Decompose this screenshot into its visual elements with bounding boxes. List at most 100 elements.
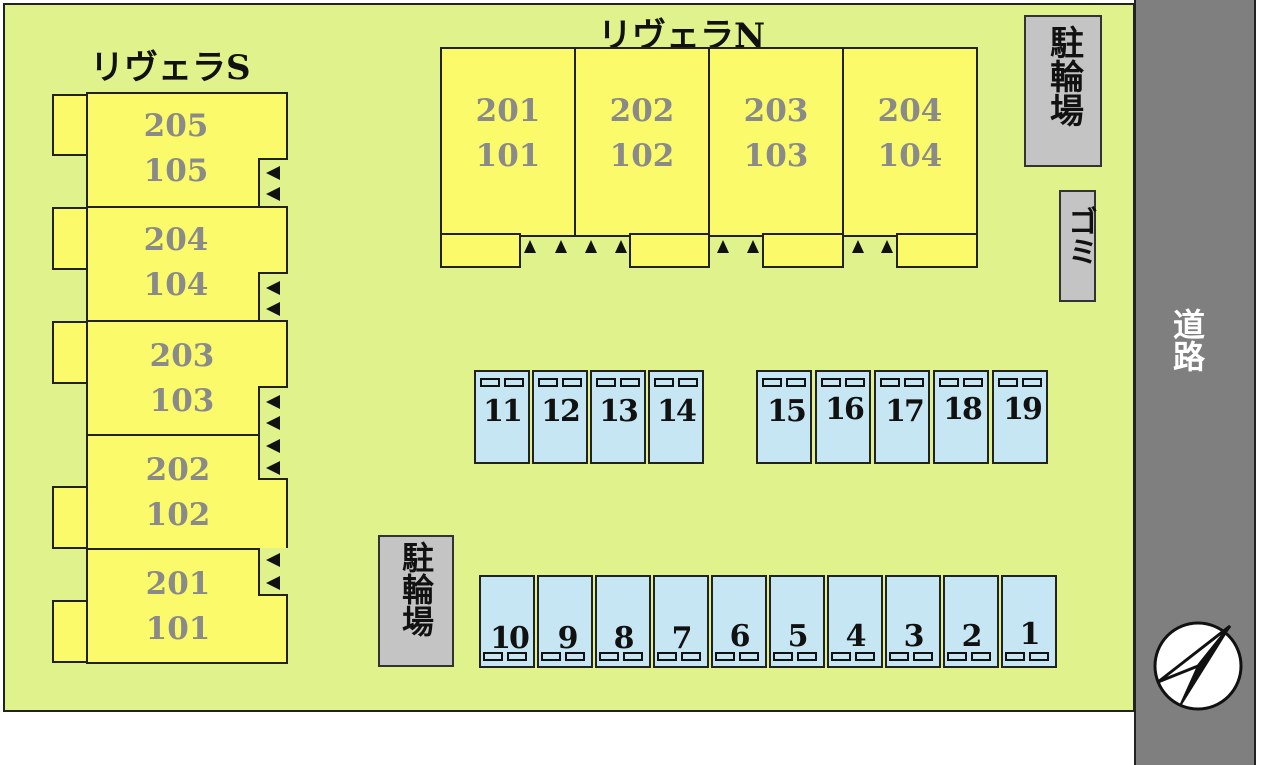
north-arrow-icon bbox=[1153, 621, 1243, 711]
car-mark-icon bbox=[855, 652, 875, 661]
unit-number-upper: 202 bbox=[145, 452, 211, 488]
bicycle-parking-north: 駐輪場 bbox=[1024, 15, 1102, 167]
car-mark-icon bbox=[1005, 652, 1025, 661]
balcony bbox=[52, 207, 88, 270]
car-mark-icon bbox=[947, 652, 967, 661]
unit-block: 201 101 bbox=[440, 47, 576, 237]
balcony bbox=[440, 233, 521, 268]
garbage-area: ゴミ bbox=[1059, 190, 1097, 302]
bicycle-parking-label: 駐輪場 bbox=[397, 541, 435, 637]
car-mark-icon bbox=[831, 652, 851, 661]
car-mark-icon bbox=[762, 378, 782, 387]
parking-space: 11 bbox=[474, 370, 530, 464]
unit-block: 204 104 bbox=[842, 47, 978, 237]
car-mark-icon bbox=[1022, 378, 1042, 387]
parking-number: 17 bbox=[885, 394, 925, 429]
car-mark-icon bbox=[681, 652, 701, 661]
car-mark-icon bbox=[678, 378, 698, 387]
entrance-arrow-icon bbox=[266, 439, 280, 453]
parking-number: 5 bbox=[787, 619, 809, 654]
car-mark-icon bbox=[939, 378, 959, 387]
entrance-arrow-icon bbox=[266, 281, 280, 295]
parking-space: 10 bbox=[479, 575, 535, 668]
entrance-arrow-icon bbox=[266, 553, 280, 567]
unit-number-lower: 105 bbox=[143, 153, 209, 189]
car-mark-icon bbox=[889, 652, 909, 661]
unit-number-upper: 205 bbox=[143, 108, 209, 144]
entrance-arrow-icon bbox=[717, 240, 729, 253]
car-mark-icon bbox=[596, 378, 616, 387]
parking-space: 12 bbox=[532, 370, 588, 464]
car-mark-icon bbox=[507, 652, 527, 661]
car-mark-icon bbox=[773, 652, 793, 661]
building-south-title: リヴェラS bbox=[90, 48, 251, 88]
parking-space: 2 bbox=[943, 575, 999, 668]
car-mark-icon bbox=[654, 378, 674, 387]
balcony bbox=[896, 233, 978, 268]
unit-number-upper: 203 bbox=[149, 338, 215, 374]
car-mark-icon bbox=[599, 652, 619, 661]
unit-number-lower: 104 bbox=[877, 138, 943, 174]
parking-number: 16 bbox=[825, 392, 865, 427]
car-mark-icon bbox=[480, 378, 500, 387]
parking-number: 7 bbox=[671, 621, 693, 656]
unit-block: 201 101 bbox=[86, 548, 288, 664]
car-mark-icon bbox=[715, 652, 735, 661]
parking-space: 6 bbox=[711, 575, 767, 668]
car-mark-icon bbox=[797, 652, 817, 661]
parking-number: 11 bbox=[483, 394, 523, 429]
car-mark-icon bbox=[1029, 652, 1049, 661]
unit-number-lower: 103 bbox=[149, 383, 215, 419]
entrance-arrow-icon bbox=[852, 240, 864, 253]
entrance-arrow-icon bbox=[266, 576, 280, 590]
parking-number: 14 bbox=[657, 394, 697, 429]
parking-number: 18 bbox=[943, 392, 983, 427]
car-mark-icon bbox=[504, 378, 524, 387]
parking-space: 7 bbox=[653, 575, 709, 668]
unit-number-lower: 101 bbox=[145, 611, 211, 647]
parking-number: 10 bbox=[490, 621, 530, 656]
unit-block: 203 103 bbox=[86, 320, 288, 436]
car-mark-icon bbox=[821, 378, 841, 387]
unit-number-upper: 201 bbox=[145, 566, 211, 602]
entrance-arrow-icon bbox=[555, 240, 567, 253]
parking-number: 9 bbox=[557, 621, 579, 656]
car-mark-icon bbox=[538, 378, 558, 387]
parking-space: 9 bbox=[537, 575, 593, 668]
road-label: 道路 bbox=[1168, 308, 1206, 372]
parking-space: 4 bbox=[827, 575, 883, 668]
entrance-arrow-icon bbox=[615, 240, 627, 253]
parking-space: 16 bbox=[815, 370, 871, 464]
parking-number: 12 bbox=[541, 394, 581, 429]
unit-number-upper: 204 bbox=[143, 222, 209, 258]
car-mark-icon bbox=[541, 652, 561, 661]
parking-space: 15 bbox=[756, 370, 812, 464]
car-mark-icon bbox=[971, 652, 991, 661]
parking-space: 17 bbox=[874, 370, 930, 464]
unit-number-upper: 203 bbox=[743, 93, 809, 129]
parking-number: 8 bbox=[613, 621, 635, 656]
car-mark-icon bbox=[565, 652, 585, 661]
parking-number: 6 bbox=[729, 619, 751, 654]
car-mark-icon bbox=[998, 378, 1018, 387]
parking-space: 8 bbox=[595, 575, 651, 668]
bicycle-parking-south: 駐輪場 bbox=[378, 535, 454, 667]
parking-number: 13 bbox=[599, 394, 639, 429]
car-mark-icon bbox=[562, 378, 582, 387]
car-mark-icon bbox=[739, 652, 759, 661]
parking-space: 5 bbox=[769, 575, 825, 668]
car-mark-icon bbox=[786, 378, 806, 387]
balcony bbox=[52, 600, 88, 663]
parking-space: 13 bbox=[590, 370, 646, 464]
entrance-arrow-icon bbox=[881, 240, 893, 253]
unit-number-lower: 103 bbox=[743, 138, 809, 174]
parking-space: 19 bbox=[992, 370, 1048, 464]
unit-block: 202 102 bbox=[574, 47, 710, 237]
unit-number-lower: 102 bbox=[145, 497, 211, 533]
unit-block: 202 102 bbox=[86, 434, 288, 550]
unit-block: 205 105 bbox=[86, 92, 288, 208]
entrance-arrow-icon bbox=[747, 240, 759, 253]
balcony bbox=[762, 233, 844, 268]
parking-number: 1 bbox=[1019, 617, 1041, 652]
car-mark-icon bbox=[620, 378, 640, 387]
